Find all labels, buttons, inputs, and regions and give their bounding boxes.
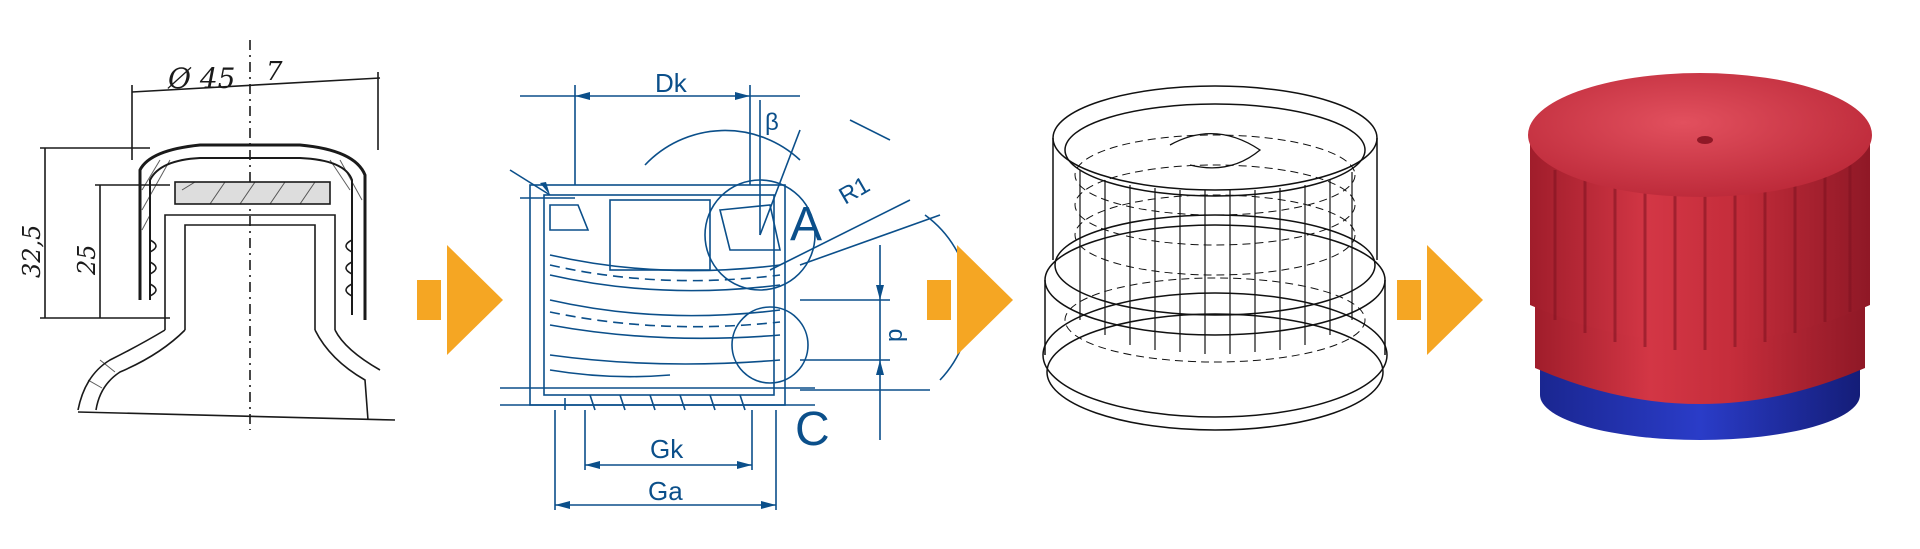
beta-label: β [765, 109, 779, 136]
r1-label: R1 [835, 171, 875, 210]
chevron-arrow-icon [417, 245, 503, 355]
detail-c-label: C [795, 403, 830, 456]
wireframe-panel [1042, 85, 1388, 431]
sketch-diameter-note: 7 [266, 57, 283, 87]
technical-drawing-panel: Dk β R1 A p α C Gk Ga [500, 68, 970, 510]
sketch-height-inner-label: 25 [73, 244, 101, 276]
chevron-arrow-icon [1397, 245, 1483, 355]
chevron-arrow-icon [927, 245, 1013, 355]
ga-label: Ga [648, 476, 683, 506]
sketch-height-outer-label: 32,5 [18, 225, 46, 278]
gk-label: Gk [650, 434, 684, 464]
dk-label: Dk [655, 68, 688, 98]
sketch-diameter-label: Ø 45 [167, 62, 235, 95]
rendered-cap-panel [1528, 73, 1872, 440]
p-label: p [881, 329, 908, 342]
hand-sketch-panel: Ø 45 7 32,5 25 [18, 40, 396, 430]
detail-a-label: A [790, 198, 822, 251]
